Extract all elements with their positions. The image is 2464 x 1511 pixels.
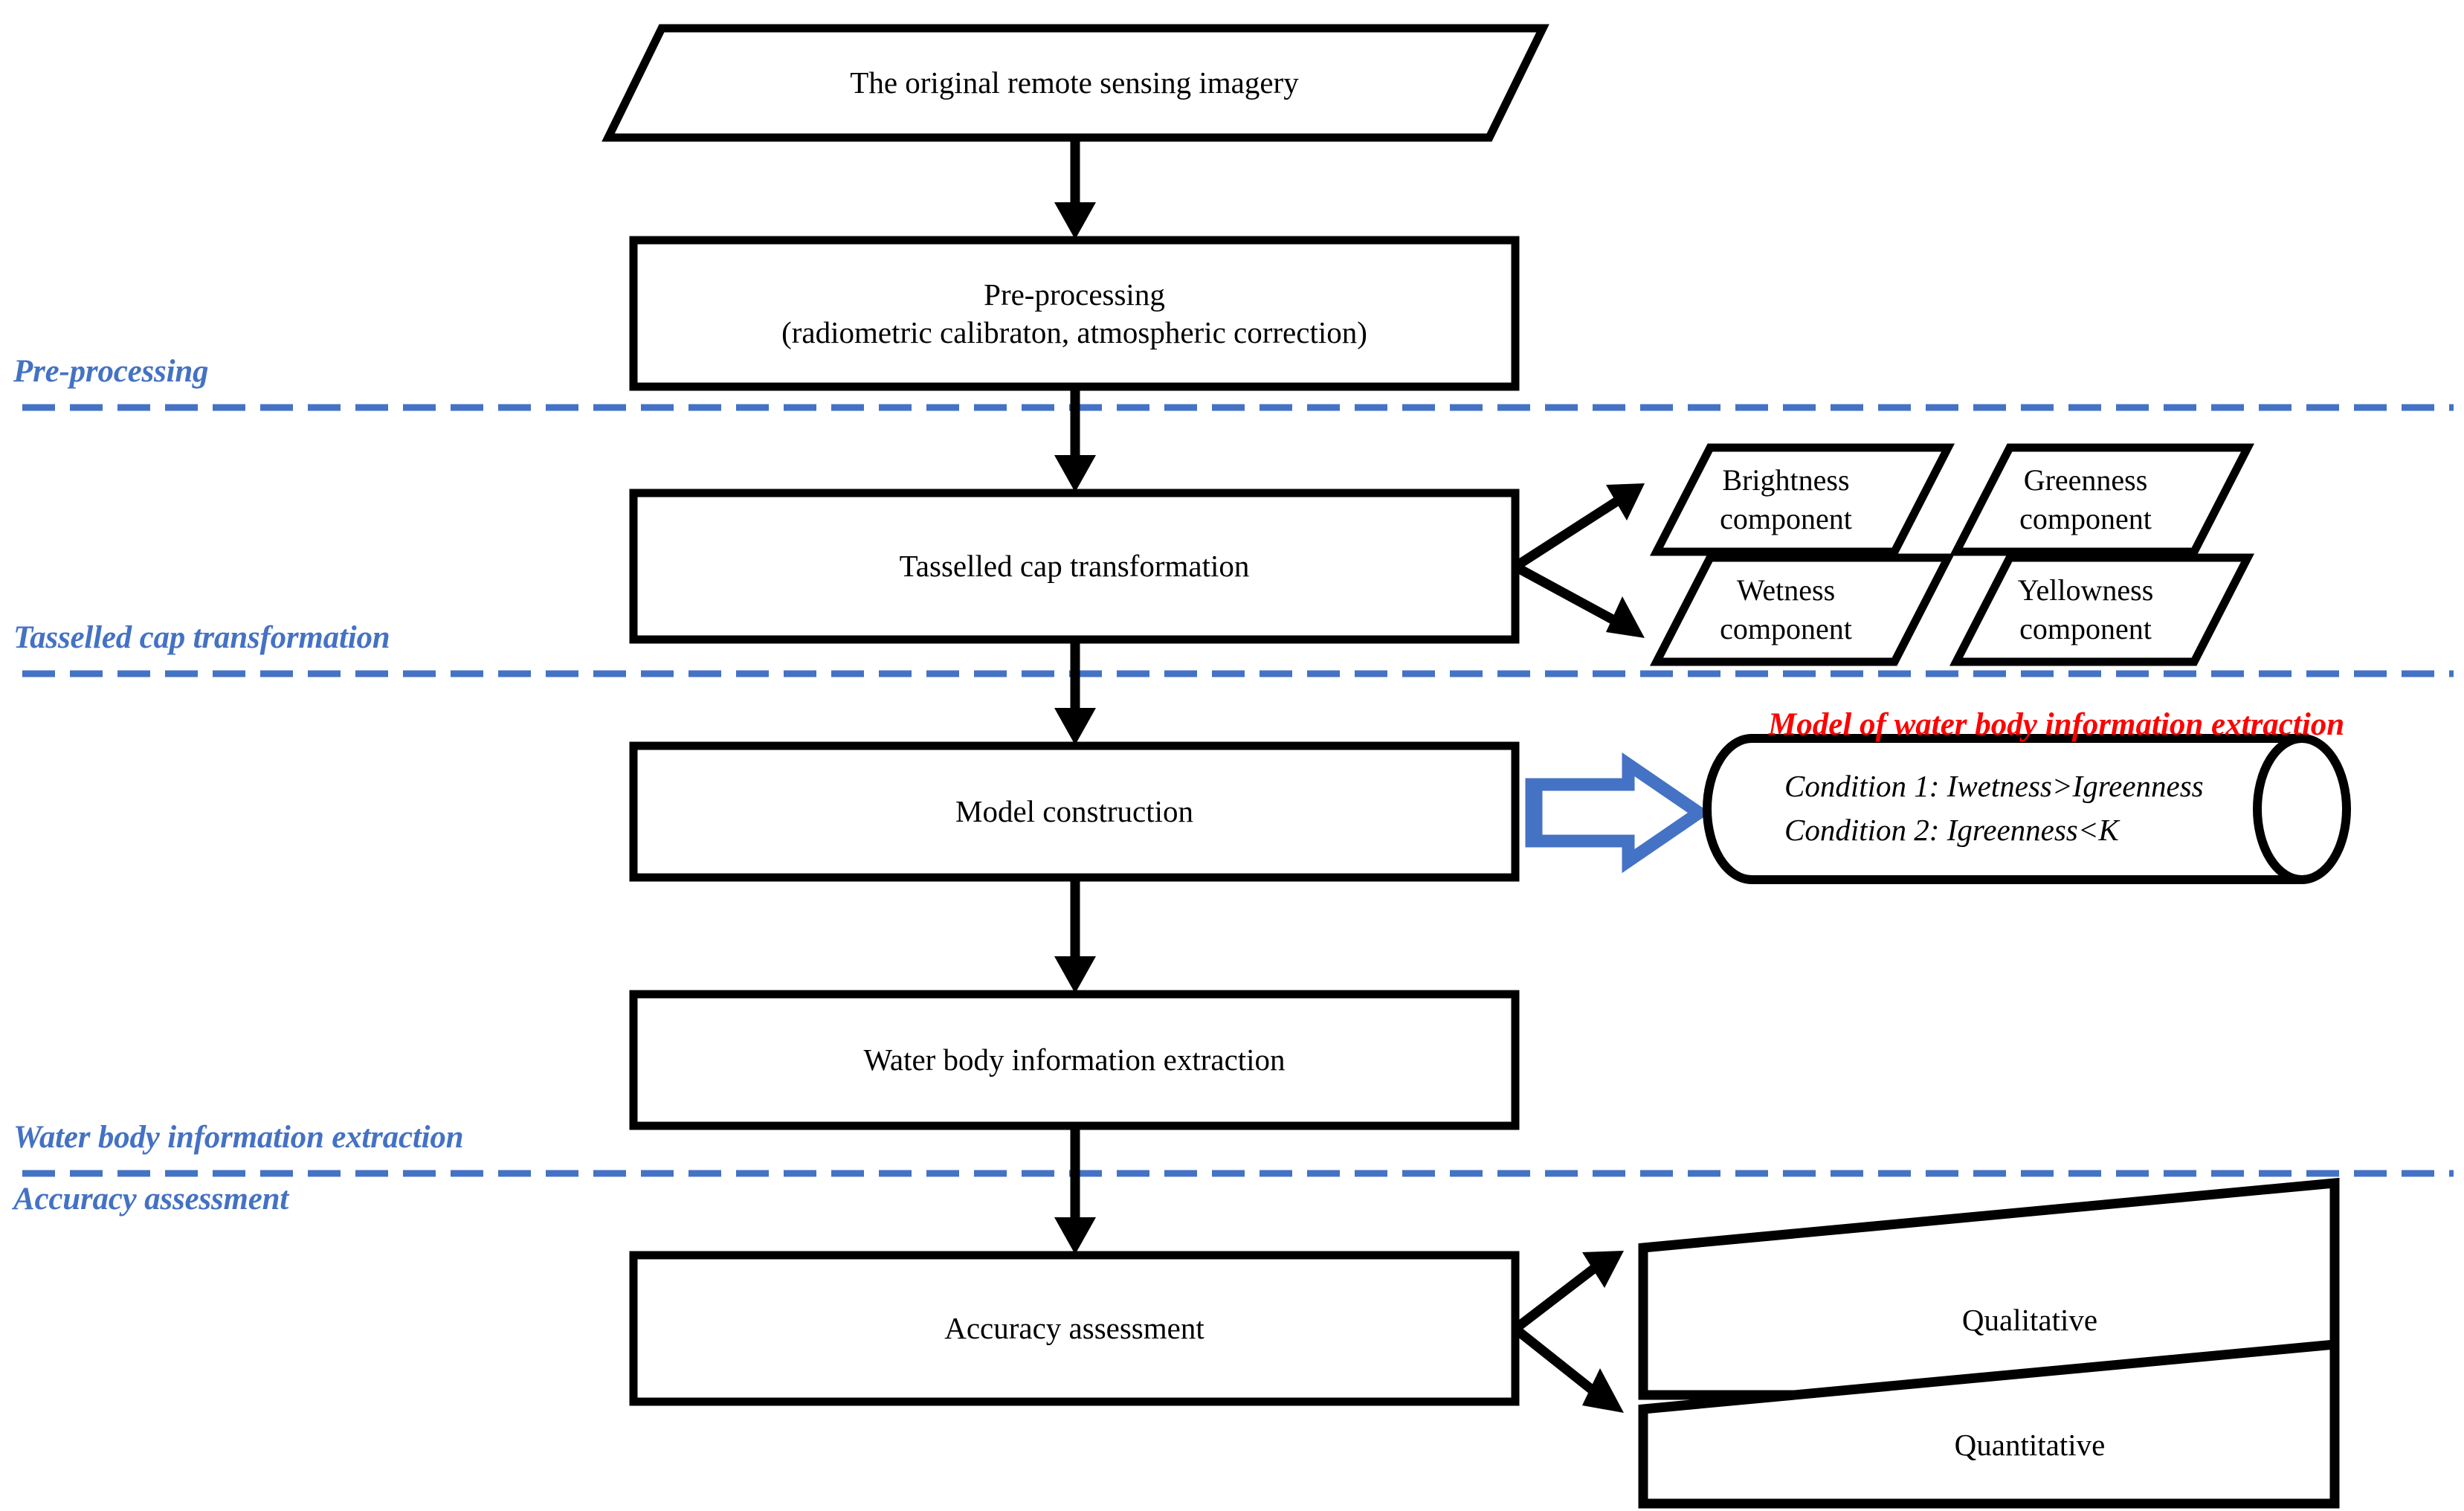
arrow-extraction-to-accuracy [1054,1126,1096,1254]
arrow-model-to-extraction [1054,877,1096,993]
arrow-preprocessing-to-tct [1054,387,1096,492]
label-tasselled-cap-transformation: Tasselled cap transformation [899,549,1250,584]
label-brightness-component: Brightness component [1720,463,1852,535]
label-model-panel-title: Model of water body information extracti… [1768,707,2345,742]
band-label-preprocessing: Pre-processing [13,354,209,389]
arrow-accuracy-to-quantitative [1512,1324,1624,1413]
label-model-construction: Model construction [955,794,1193,829]
band-label-water-body-information-extraction: Water body information extraction [13,1120,464,1155]
block-arrow-model-to-panel [1525,752,1711,874]
label-yellowness-component: Yellowness component [2017,573,2154,645]
arrow-accuracy-to-qualitative [1512,1251,1624,1333]
label-water-body-information-extraction: Water body information extraction [863,1043,1286,1077]
label-accuracy-assessment: Accuracy assessment [944,1311,1204,1346]
band-label-tasselled-cap-transformation: Tasselled cap transformation [13,620,390,655]
label-greenness-component: Greenness component [2019,463,2152,535]
label-input: The original remote sensing imagery [850,65,1299,100]
label-wetness-component: Wetness component [1720,573,1852,645]
label-quantitative: Quantitative [1954,1427,2106,1462]
arrow-input-to-preprocessing [1054,138,1096,239]
arrow-tct-to-brightness [1512,483,1645,571]
band-label-accuracy-assessment: Accuracy assessment [13,1182,289,1217]
label-preprocessing: Pre-processing (radiometric calibraton, … [781,277,1367,349]
label-qualitative: Qualitative [1961,1302,2098,1337]
arrow-tct-to-wetness [1512,562,1645,638]
arrow-tct-to-model [1054,639,1096,745]
label-model-conditions: Condition 1: Iwetness>Igreenness Conditi… [1784,769,2204,848]
